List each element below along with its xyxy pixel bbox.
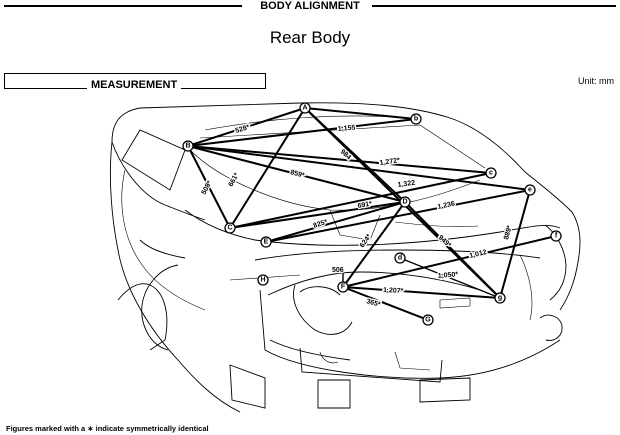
- svg-text:H: H: [260, 277, 265, 284]
- dim-d-f: 624*: [359, 233, 373, 249]
- dim-f-f: 1,012: [469, 249, 488, 260]
- svg-text:e: e: [528, 187, 532, 194]
- dim-f-g-lower: 1,207*: [383, 287, 404, 295]
- measurement-label: MEASUREMENT: [87, 79, 182, 91]
- point-d-upper: D: [399, 196, 411, 208]
- point-g-upper: G: [422, 314, 434, 326]
- point-c-lower: c: [485, 167, 497, 179]
- svg-text:E: E: [264, 239, 269, 246]
- point-e-upper: E: [260, 236, 272, 248]
- point-e-lower: e: [524, 184, 536, 196]
- point-h: H: [257, 274, 269, 286]
- dim-c-d: 691*: [357, 201, 373, 210]
- svg-text:A: A: [302, 105, 307, 112]
- dim-e-g: 889*: [503, 225, 514, 241]
- svg-text:f: f: [555, 233, 558, 240]
- point-b-lower: b: [410, 113, 422, 125]
- dim-f-g: 1,050*: [438, 271, 459, 280]
- point-c-upper: C: [224, 222, 236, 234]
- point-b-upper: B: [182, 140, 194, 152]
- dim-f-w: 506: [332, 267, 344, 274]
- unit-label: Unit: mm: [578, 76, 614, 86]
- footnote: Figures marked with a ∗ indicate symmetr…: [6, 424, 209, 433]
- svg-text:F: F: [341, 284, 346, 291]
- svg-text:B: B: [185, 143, 190, 150]
- section-title: BODY ALIGNMENT: [0, 0, 620, 12]
- point-a: A: [299, 102, 311, 114]
- dim-b-d: 661*: [228, 172, 241, 188]
- dim-a-b-lower: 1,155: [338, 124, 356, 133]
- point-f-lower: f: [550, 230, 562, 242]
- dim-c-c: 1,322: [397, 180, 415, 189]
- svg-text:C: C: [227, 225, 232, 232]
- point-g-lower: g: [494, 292, 506, 304]
- svg-text:D: D: [402, 199, 407, 206]
- measurement-lines: [187, 107, 557, 321]
- dim-e-d: 825*: [312, 219, 328, 230]
- dim-b-d-star: 859*: [289, 169, 305, 180]
- page-title: Rear Body: [269, 28, 351, 47]
- svg-text:G: G: [425, 317, 431, 324]
- point-d-lower: d: [394, 252, 406, 264]
- measurement-points: A B b C c D e E d f H F g G: [182, 102, 562, 326]
- svg-text:b: b: [414, 116, 418, 123]
- header-rule-right: [372, 5, 616, 7]
- dim-a-b: 528*: [235, 124, 251, 135]
- dim-f-g-small: 365*: [365, 298, 381, 309]
- dim-e-e: 1,236: [437, 200, 456, 211]
- svg-text:g: g: [498, 295, 502, 302]
- svg-text:c: c: [489, 170, 493, 177]
- svg-text:d: d: [398, 255, 402, 262]
- point-f-upper: F: [337, 281, 349, 293]
- header-rule-left: [4, 5, 242, 7]
